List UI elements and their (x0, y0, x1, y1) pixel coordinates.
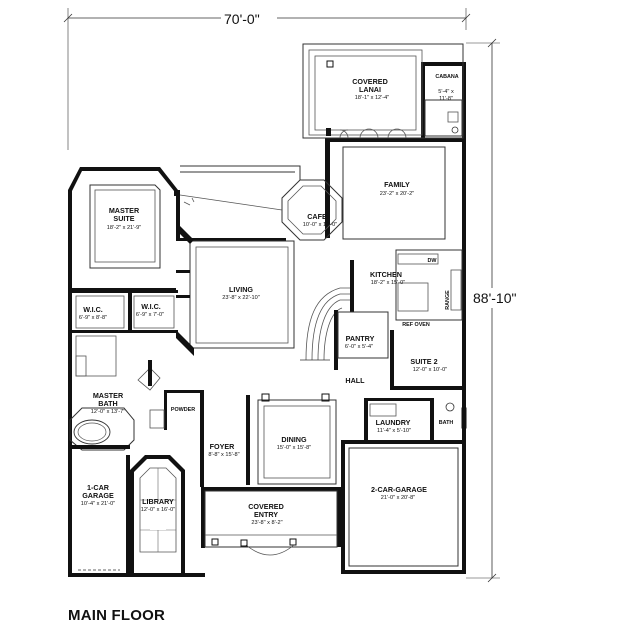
master-suite-dims: 18'-2" x 21'-9" (107, 225, 141, 231)
foyer-room: FOYER 8'-8" x 15'-8" (208, 395, 250, 485)
kitchen-dims: 18'-2" x 15'-0" (371, 280, 405, 286)
foyer-name: FOYER (210, 442, 236, 451)
powder-room: POWDER (149, 390, 204, 487)
dw-label: DW (428, 258, 438, 264)
cabana-dims2: 11'-8" (439, 96, 453, 102)
suite2-name: SUITE 2 (410, 357, 437, 366)
hall-name: HALL (345, 376, 365, 385)
ref-oven-label: REF OVEN (402, 322, 430, 328)
overall-width-label: 70'-0" (224, 11, 260, 27)
living-dims: 23'-8" x 22'-10" (222, 295, 260, 301)
dining-name: DINING (281, 435, 307, 444)
width-dimension: 70'-0" (63, 8, 471, 150)
cabana-dims: 5'-4" x (438, 89, 454, 95)
wic-right-dims: 6'-9" x 7'-0" (136, 312, 164, 318)
garage2-room: 2-CAR-GARAGE 21'-0" x 20'-8" (348, 447, 459, 567)
suite2-dims: 12'-0" x 10'-0" (413, 367, 447, 373)
cafe-room: CAFE 10'-0" x 10'-0" (179, 165, 343, 241)
master-suite-name2: SUITE (113, 214, 134, 223)
exterior-walls (68, 62, 467, 577)
covered-lanai-area: COVERED LANAI 18'-1" x 12'-4" (302, 43, 464, 139)
garage1-room: 1-CAR GARAGE 10'-4" x 21'-0" (78, 483, 120, 571)
overall-depth-label: 88'-10" (473, 290, 516, 306)
master-suite-name: MASTER (109, 206, 140, 215)
foyer-dims: 8'-8" x 15'-8" (208, 452, 239, 458)
pantry-room: PANTRY 6'-0" x 5'-4" (334, 310, 389, 370)
covered-entry-name: COVERED (248, 502, 284, 511)
wic-left-name: W.I.C. (83, 305, 103, 314)
garage2-dims: 21'-0" x 20'-8" (381, 495, 415, 501)
dining-room: DINING 15'-0" x 15'-8" (257, 393, 337, 485)
cafe-name: CAFE (307, 212, 327, 221)
cabana-name: CABANA (435, 74, 458, 80)
living-name: LIVING (229, 285, 253, 294)
wic-right-name: W.I.C. (141, 302, 161, 311)
library-name: LIBRARY (142, 497, 174, 506)
family-room: FAMILY 23'-2" x 20'-2" (342, 146, 446, 240)
covered-entry-area: COVERED ENTRY 23'-8" x 8'-2" (204, 490, 338, 556)
kitchen-name: KITCHEN (370, 270, 402, 279)
pantry-dims: 6'-0" x 5'-4" (345, 344, 373, 350)
garage1-name: 1-CAR (87, 483, 110, 492)
covered-entry-dims: 23'-8" x 8'-2" (251, 520, 282, 526)
master-bath-dims: 12'-0" x 13'-7" (91, 409, 125, 415)
bath-label: BATH (439, 420, 454, 426)
kitchen-room: KITCHEN 18'-2" x 15'-0" DW RANGE REF OVE… (350, 249, 463, 328)
family-name: FAMILY (384, 180, 410, 189)
library-room: LIBRARY 12'-0" x 16'-0" (139, 467, 177, 553)
master-bath-name: MASTER (93, 391, 124, 400)
master-bath-name2: BATH (98, 399, 117, 408)
powder-label: POWDER (171, 407, 195, 413)
floor-title: MAIN FLOOR (68, 607, 165, 624)
covered-lanai-dims: 18'-1" x 12'-4" (355, 95, 389, 101)
wic-left-dims: 6'-9" x 8'-8" (79, 315, 107, 321)
pantry-name: PANTRY (346, 334, 375, 343)
garage1-name2: GARAGE (82, 491, 114, 500)
master-suite-room: MASTER SUITE 18'-2" x 21'-9" (72, 184, 176, 292)
living-room: LIVING 23'-8" x 22'-10" (176, 222, 295, 356)
stairs (300, 287, 350, 361)
covered-entry-name2: ENTRY (254, 510, 278, 519)
wic-rooms: W.I.C. 6'-9" x 8'-8" W.I.C. 6'-9" x 7'-0… (72, 290, 178, 333)
hall-area: HALL (345, 376, 365, 385)
library-dims: 12'-0" x 16'-0" (141, 507, 175, 513)
laundry-dims: 11'-4" x 5'-10" (377, 428, 411, 434)
dining-dims: 15'-0" x 15'-8" (277, 445, 311, 451)
family-dims: 23'-2" x 20'-2" (380, 191, 414, 197)
cabana-room: CABANA 5'-4" x 11'-8" (424, 74, 463, 137)
covered-lanai-name: COVERED (352, 77, 388, 86)
garage2-name: 2-CAR-GARAGE (371, 485, 427, 494)
depth-dimension: 88'-10" (466, 38, 530, 583)
suite2-room: SUITE 2 12'-0" x 10'-0" (390, 330, 466, 390)
laundry-room: LAUNDRY 11'-4" x 5'-10" BATH (341, 398, 466, 444)
range-label: RANGE (445, 290, 451, 310)
cafe-dims: 10'-0" x 10'-0" (303, 222, 337, 228)
covered-lanai-name2: LANAI (359, 85, 381, 94)
garage1-dims: 10'-4" x 21'-0" (81, 501, 115, 507)
master-bath-room: MASTER BATH 12'-0" x 13'-7" (69, 335, 161, 451)
laundry-name: LAUNDRY (376, 418, 411, 427)
